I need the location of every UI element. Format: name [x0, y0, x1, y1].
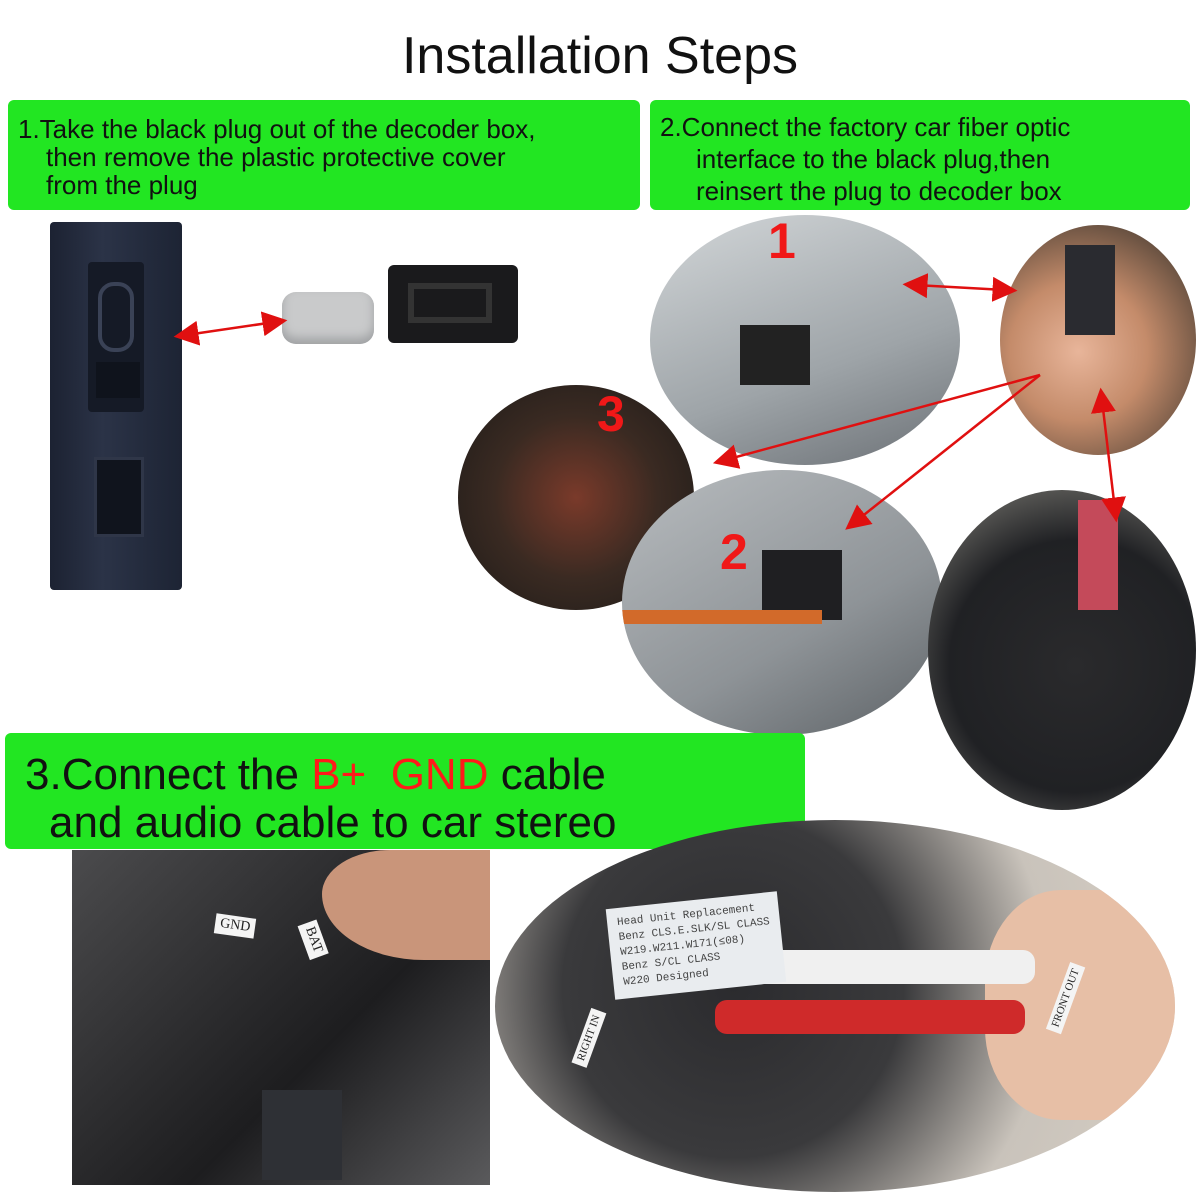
- step-2-line: reinsert the plug to decoder box: [696, 176, 1062, 206]
- step-1-line: then remove the plastic protective cover: [46, 142, 506, 172]
- plastic-cover-image: [282, 292, 374, 344]
- step-3-text: cable: [488, 750, 606, 799]
- photo-head-unit-back: [622, 470, 942, 735]
- b-plus-highlight: B+: [311, 750, 367, 799]
- marker-2: 2: [720, 524, 748, 580]
- step-3-box: 3.Connect the B+ GND cable and audio cab…: [5, 733, 805, 849]
- step-3-line-2: and audio cable to car stereo: [49, 798, 617, 847]
- photo-audio-cables: [495, 820, 1175, 1192]
- photo-power-wires: [72, 850, 490, 1185]
- step-2-line: 2.Connect the factory car fiber optic: [660, 112, 1071, 142]
- arrow: [173, 311, 288, 346]
- step-2-line: interface to the black plug,then: [696, 144, 1051, 174]
- connector-port-icon: [94, 457, 144, 537]
- step-3-text: 3.Connect the: [25, 750, 312, 799]
- plug-slot-icon: [98, 282, 134, 352]
- photo-fiber-plug-hand: [1000, 225, 1196, 455]
- gnd-highlight: GND: [390, 750, 489, 799]
- step-1-line: from the plug: [46, 170, 198, 200]
- marker-1: 1: [768, 213, 796, 269]
- step-1-line: 1.Take the black plug out of the decoder…: [18, 114, 536, 144]
- step-1-box: 1.Take the black plug out of the decoder…: [8, 100, 640, 210]
- photo-decoder-module: [928, 490, 1196, 810]
- page-title: Installation Steps: [401, 27, 799, 85]
- decoder-box-image: [50, 222, 182, 590]
- black-plug-image: [388, 265, 518, 343]
- step-2-box: 2.Connect the factory car fiber optic in…: [650, 100, 1190, 210]
- photo-head-unit-fiber: [650, 215, 960, 465]
- module-label: Head Unit Replacement Benz CLS.E.SLK/SL …: [605, 891, 787, 1000]
- marker-3: 3: [597, 386, 625, 442]
